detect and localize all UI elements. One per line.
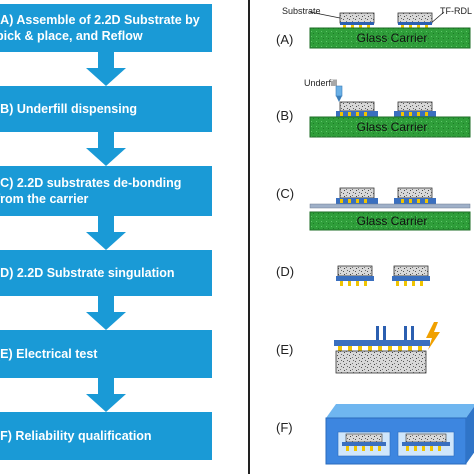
glass-carrier-label-c: Glass Carrier — [357, 214, 428, 228]
step-box-d: (D) 2.2D Substrate singulation — [0, 250, 212, 296]
substrate-a1 — [339, 12, 375, 24]
step-b-text: (B) Underfill dispensing — [0, 102, 137, 116]
step-box-f: (F) Reliability qualification — [0, 412, 212, 460]
stage-c-illustration: Glass Carrier — [309, 187, 471, 231]
stage-label-b: (B) — [276, 108, 294, 123]
step-box-e: (E) Electrical test — [0, 330, 212, 378]
step-d-text: (D) 2.2D Substrate singulation — [0, 266, 175, 280]
glass-carrier-label-a: Glass Carrier — [357, 31, 428, 45]
stage-a-illustration: Glass Carrier — [309, 11, 471, 49]
substrate-callout: Substrate — [282, 6, 321, 16]
glass-carrier-b — [309, 116, 471, 138]
flow-arrow-4 — [86, 296, 126, 330]
panel-divider — [248, 0, 250, 474]
flow-arrow-2 — [86, 132, 126, 166]
stage-e-illustration — [334, 322, 440, 374]
stage-label-d: (D) — [276, 264, 295, 279]
glass-carrier-a — [309, 27, 471, 49]
tf-rdl-callout: TF-RDL — [440, 6, 472, 16]
stage-label-a: (A) — [276, 32, 294, 47]
flow-arrow-1 — [86, 52, 126, 86]
lightning-icon — [426, 322, 440, 350]
stage-label-f: (F) — [276, 420, 293, 435]
step-a-text: (A) Assemble of 2.2D Substrate by pick &… — [0, 13, 200, 43]
step-e-text: (E) Electrical test — [0, 347, 98, 361]
underfill-callout: Underfill — [304, 78, 338, 88]
step-f-text: (F) Reliability qualification — [0, 429, 152, 443]
stage-label-c: (C) — [276, 186, 295, 201]
glass-carrier-c — [309, 211, 471, 231]
step-box-b: (B) Underfill dispensing — [0, 86, 212, 132]
step-box-a: (A) Assemble of 2.2D Substrate by pick &… — [0, 4, 212, 52]
flow-arrow-5 — [86, 378, 126, 412]
stage-f-illustration — [325, 404, 474, 465]
stage-b-illustration: Glass Carrier — [309, 85, 471, 138]
step-box-c: (C) 2.2D substrates de-bonding from the … — [0, 166, 212, 216]
stage-d-illustration — [336, 265, 430, 286]
step-c-text: (C) 2.2D substrates de-bonding from the … — [0, 176, 182, 206]
glass-carrier-label-b: Glass Carrier — [357, 120, 428, 134]
flow-arrow-3 — [86, 216, 126, 250]
stage-label-e: (E) — [276, 342, 294, 357]
